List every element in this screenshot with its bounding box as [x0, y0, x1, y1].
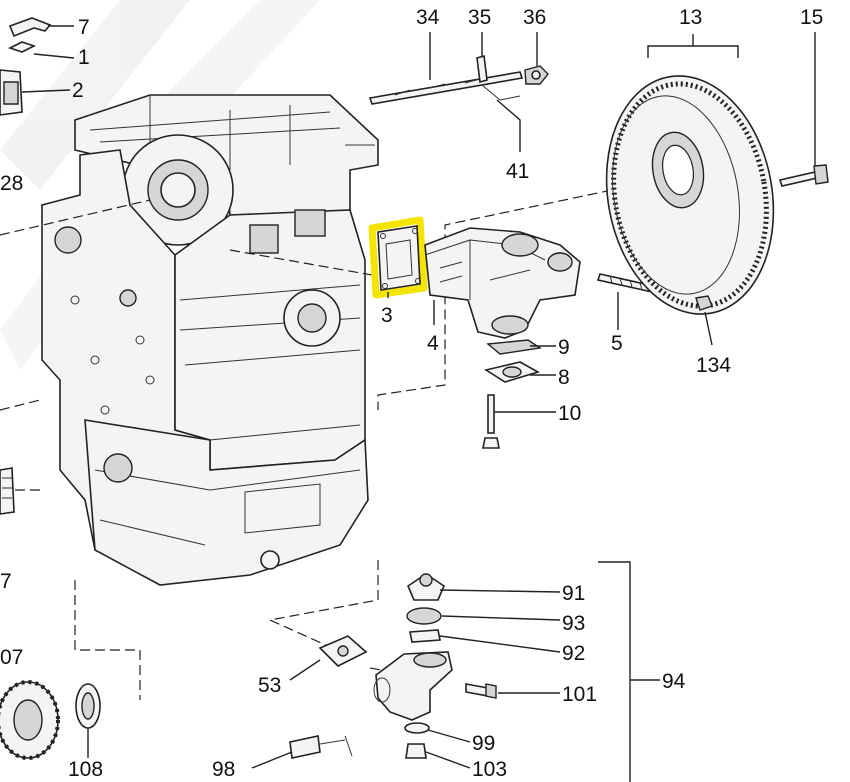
- ring-92: [409, 629, 441, 643]
- dipstick-assembly: [368, 54, 549, 105]
- label-108: 108: [68, 758, 103, 781]
- label-3: 3: [381, 304, 393, 327]
- label-1: 1: [78, 46, 90, 69]
- ring-gear-13[interactable]: [588, 63, 791, 328]
- bolt-101: [465, 683, 489, 697]
- label-93: 93: [562, 612, 585, 635]
- label-15: 15: [800, 6, 823, 29]
- label-4: 4: [427, 332, 439, 355]
- label-92: 92: [562, 642, 585, 665]
- label-91: 91: [562, 582, 585, 605]
- label-35: 35: [468, 6, 491, 29]
- exhaust-manifold-4[interactable]: [424, 227, 581, 339]
- label-5: 5: [611, 332, 623, 355]
- label-53: 53: [258, 674, 281, 697]
- nut-134: [695, 295, 713, 311]
- label-103: 103: [472, 758, 507, 781]
- thermostat-93: [406, 607, 442, 625]
- label-27: 7: [0, 570, 12, 593]
- label-134: 134: [696, 354, 731, 377]
- label-36: 36: [523, 6, 546, 29]
- label-2: 2: [72, 79, 84, 102]
- label-13: 13: [679, 6, 702, 29]
- gasket-3-highlighted[interactable]: [368, 216, 428, 299]
- label-7: 7: [78, 16, 90, 39]
- leader-lines: [21, 25, 816, 782]
- engine-block: [41, 94, 379, 586]
- oring-99: [404, 722, 430, 734]
- top-left-parts: [0, 17, 52, 515]
- label-41: 41: [506, 160, 529, 183]
- label-34: 34: [416, 6, 440, 29]
- label-9: 9: [558, 336, 570, 359]
- label-99: 99: [472, 732, 495, 755]
- label-98: 98: [212, 758, 235, 781]
- stud-10: [487, 394, 495, 434]
- label-101: 101: [562, 683, 597, 706]
- label-28: 28: [0, 172, 23, 195]
- label-94: 94: [662, 670, 686, 693]
- label-107: 07: [0, 646, 23, 669]
- label-8: 8: [558, 366, 570, 389]
- sensor-98: [289, 735, 321, 759]
- manifold-lower-parts: [482, 339, 542, 449]
- seal-1: [7, 41, 37, 53]
- gasket-9: [486, 339, 542, 355]
- bolt-15: [778, 164, 829, 187]
- clip-7: [8, 17, 52, 38]
- plug-103: [405, 743, 427, 759]
- callout-labels: 7 1 2 28 34 35 36 41 13 15 3 4 5 9 8 10 …: [0, 6, 823, 781]
- thermostat-group: [289, 573, 497, 759]
- bottom-left-parts: [0, 680, 101, 760]
- label-10: 10: [558, 402, 581, 425]
